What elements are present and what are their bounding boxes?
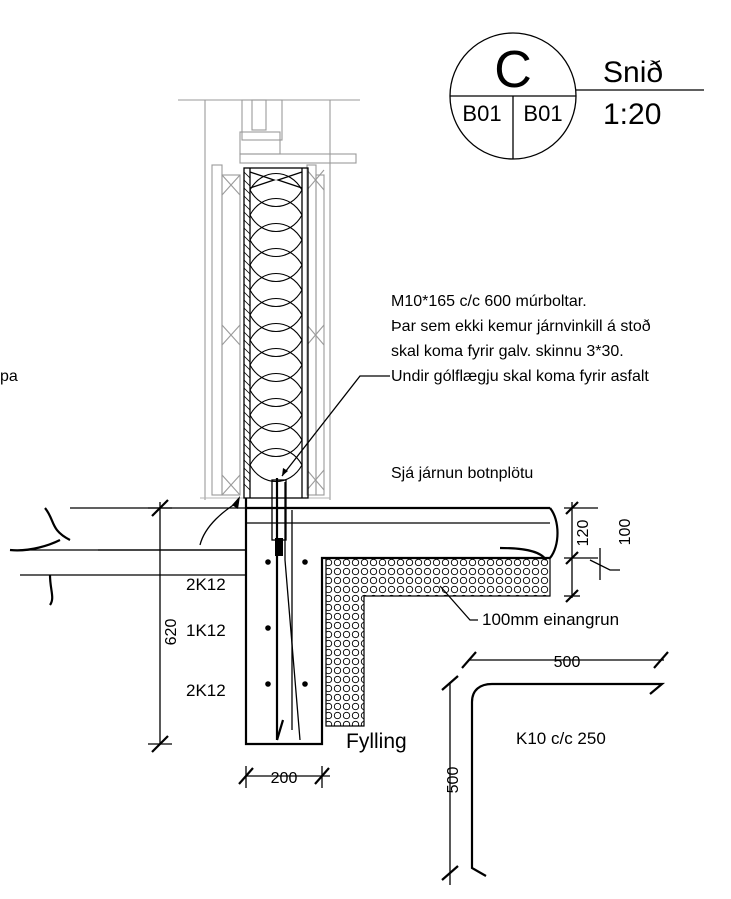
- note-bolts-line-2: Þar sem ekki kemur járnvinkill á stoð: [391, 318, 651, 335]
- note-bolts-line-3: skal koma fyrir galv. skinnu 3*30.: [391, 343, 624, 360]
- sheet-ref-left: B01: [462, 101, 501, 126]
- wall-insulation: [249, 173, 303, 482]
- dim-footing-height: 620: [163, 619, 180, 646]
- note-slab-rebar: Sjá járnun botnplötu: [391, 465, 533, 482]
- slab-insulation-hatch: [325, 557, 551, 727]
- footing-rebar: [265, 478, 308, 741]
- wall-element: [243, 167, 309, 499]
- sheet-ref-right: B01: [523, 101, 562, 126]
- dimension-texts: 620 120 100 200 500 500: [163, 519, 634, 794]
- slab-insulation: [325, 557, 551, 727]
- dim-slab-thickness: 120: [575, 520, 592, 547]
- dimension-lines: [148, 499, 669, 885]
- section-title: Snið: [603, 56, 663, 89]
- bar-shape: [470, 682, 666, 877]
- dim-bar-vertical: 500: [445, 767, 462, 794]
- section-marker: C B01 B01 Snið 1:20: [449, 32, 704, 160]
- footing: [9, 498, 559, 746]
- label-insulation: 100mm einangrun: [482, 610, 619, 629]
- dim-footing-width: 200: [271, 770, 298, 787]
- slab-break-right: [549, 507, 559, 559]
- dim-step: 100: [617, 519, 634, 546]
- label-fill: Fylling: [346, 730, 407, 753]
- rebar-label-top: 2K12: [186, 575, 226, 594]
- rebar-label-bottom: 2K12: [186, 681, 226, 700]
- section-letter: C: [494, 41, 532, 99]
- notes-block: M10*165 c/c 600 múrboltar. Þar sem ekki …: [0, 293, 651, 482]
- rebar-label-middle: 1K12: [186, 621, 226, 640]
- label-bar-spec: K10 c/c 250: [516, 729, 606, 748]
- note-left-fragment: pa: [0, 368, 18, 385]
- rebar-labels: 2K12 1K12 2K12: [186, 575, 226, 700]
- note-bolts-line-1: M10*165 c/c 600 múrboltar.: [391, 293, 587, 310]
- section-scale: 1:20: [603, 98, 661, 131]
- annotation-leaders: [199, 375, 620, 621]
- window-frame: [178, 99, 360, 500]
- bar-shape-outline: [470, 682, 666, 877]
- material-labels: 100mm einangrun Fylling K10 c/c 250: [346, 610, 619, 753]
- note-bolts-line-4: Undir gólflægju skal koma fyrir asfalt: [391, 368, 649, 385]
- dim-bar-horizontal: 500: [554, 654, 581, 671]
